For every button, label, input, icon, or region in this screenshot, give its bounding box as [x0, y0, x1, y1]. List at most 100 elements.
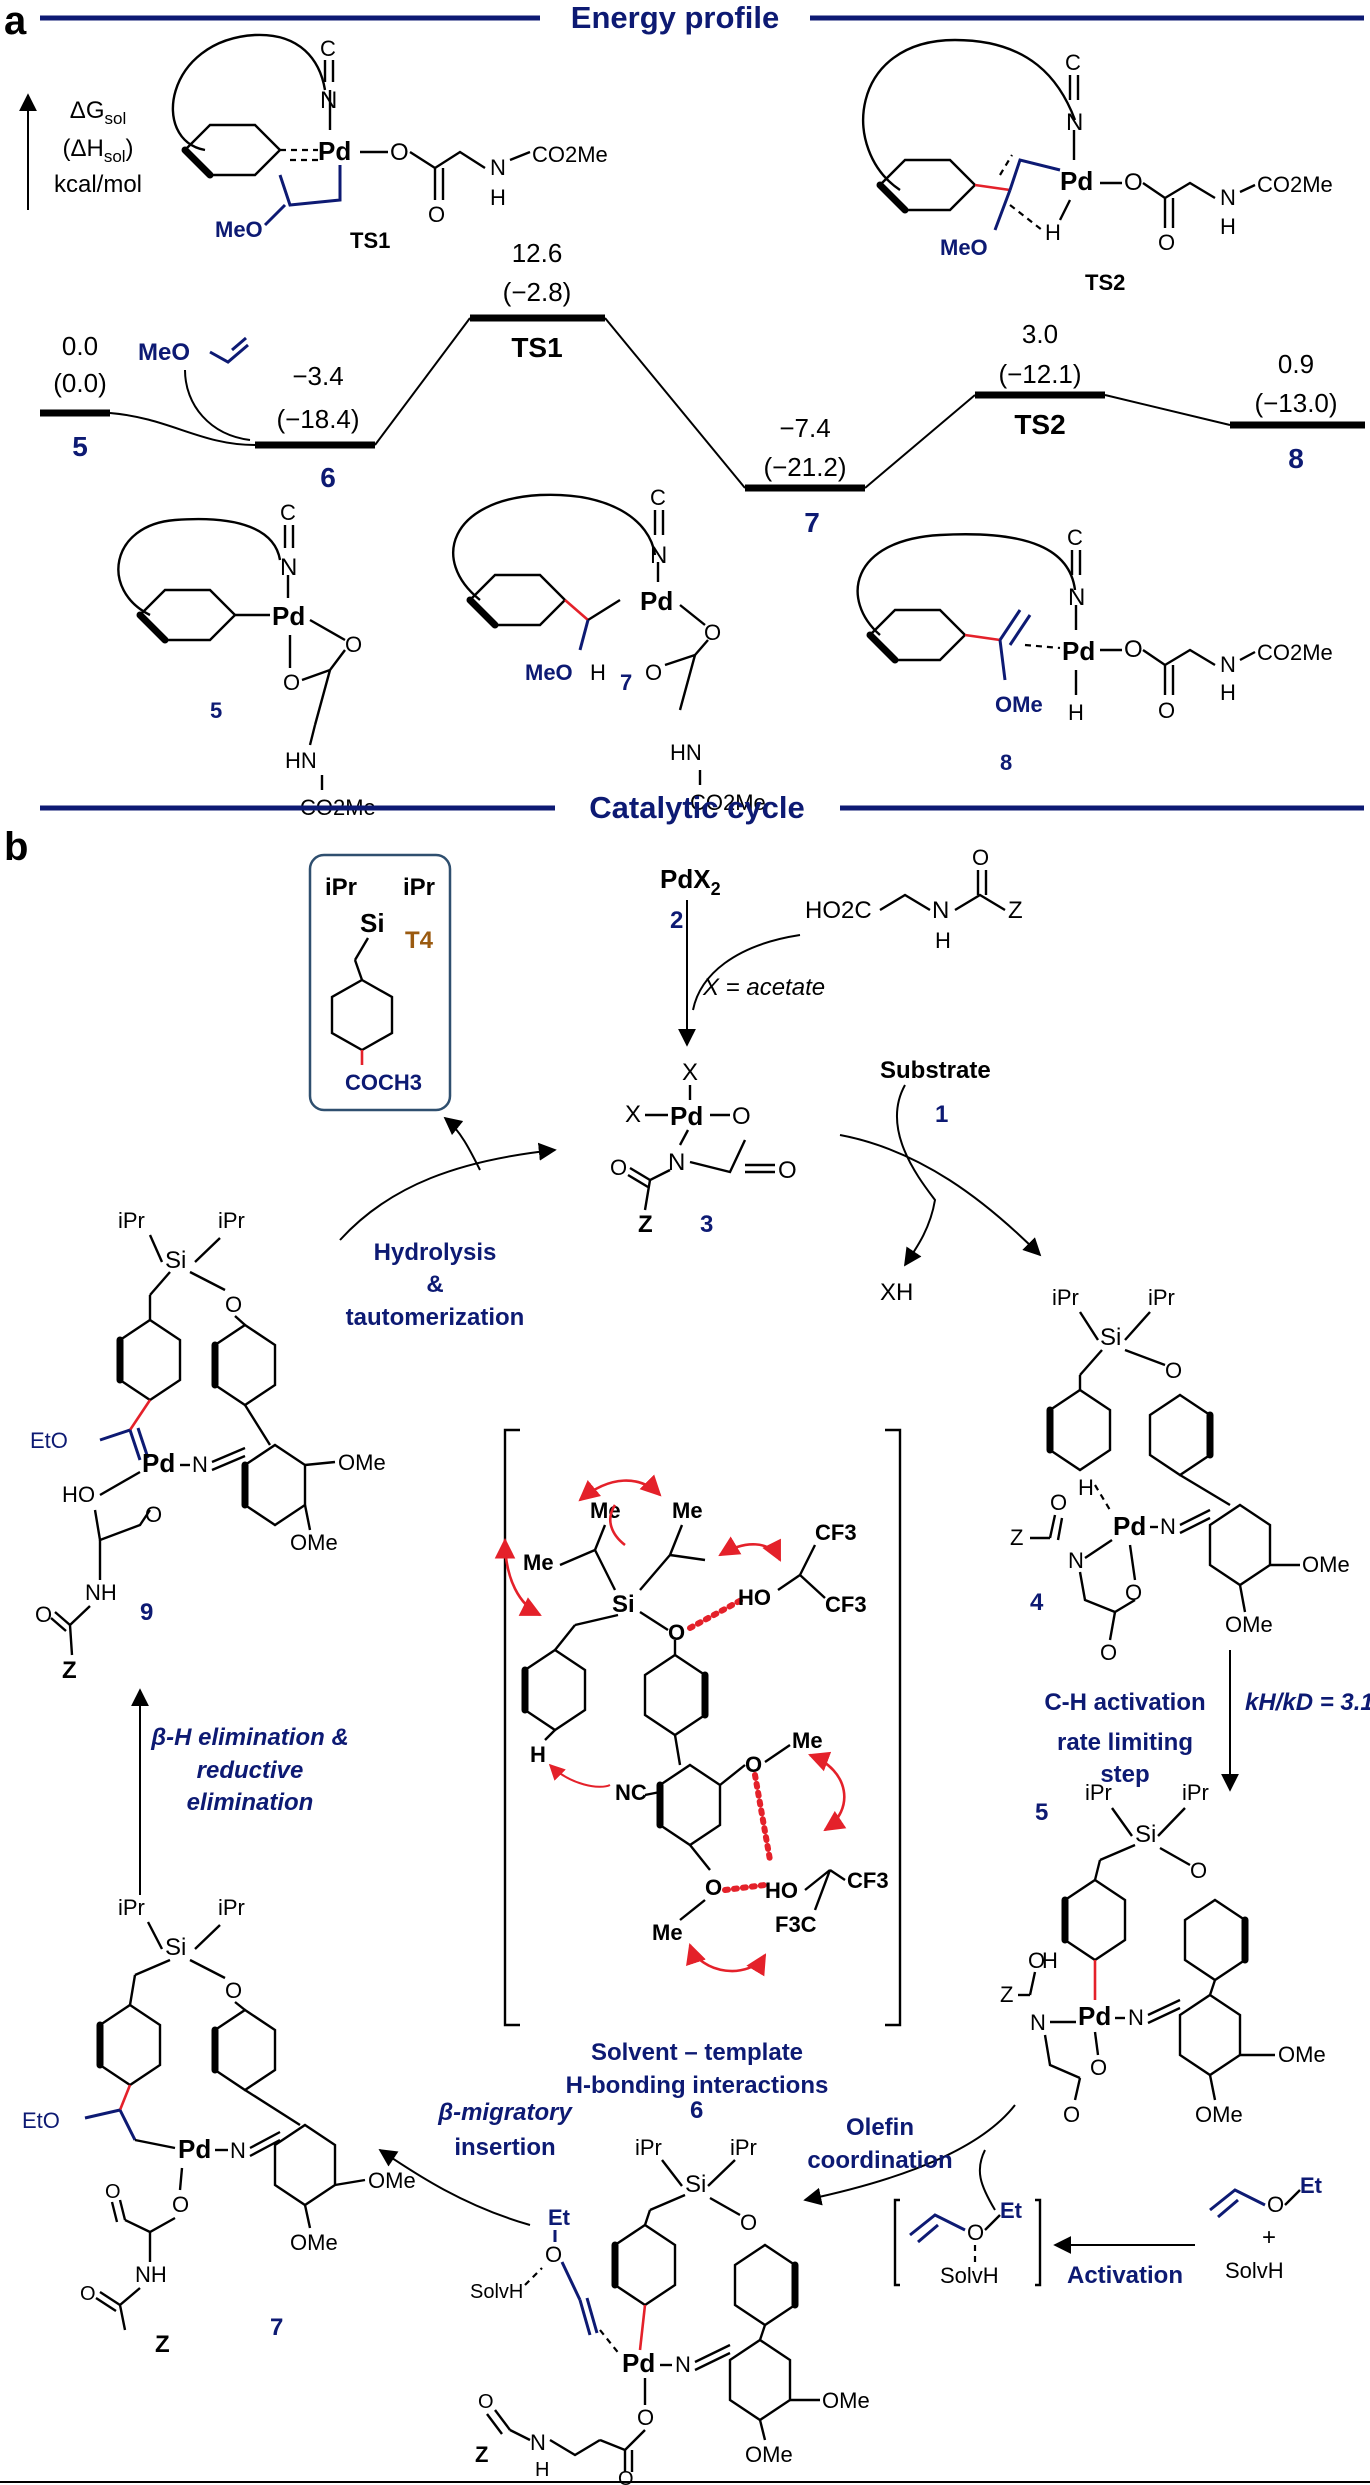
svg-text:Me: Me: [590, 1498, 621, 1523]
level-7-dh: (−21.2): [763, 452, 846, 482]
svg-text:O: O: [1125, 1580, 1142, 1605]
svg-text:OMe: OMe: [1278, 2042, 1326, 2067]
svg-text:iPr: iPr: [1085, 1780, 1112, 1805]
svg-text:N: N: [320, 87, 337, 114]
svg-text:O: O: [1267, 2192, 1284, 2217]
svg-text:+: +: [1262, 2224, 1276, 2251]
svg-text:N: N: [932, 897, 949, 924]
svg-text:CF3: CF3: [825, 1592, 867, 1617]
svg-text:OMe: OMe: [1225, 1612, 1273, 1637]
svg-text:SolvH: SolvH: [470, 2281, 523, 2303]
svg-text:HO: HO: [738, 1585, 771, 1610]
svg-text:iPr: iPr: [218, 1208, 245, 1233]
svg-text:Si: Si: [360, 908, 385, 938]
svg-text:Si: Si: [1135, 1821, 1156, 1848]
svg-text:kH/kD = 3.1: kH/kD = 3.1: [1245, 1689, 1370, 1716]
level-6-label: 6: [320, 462, 336, 493]
svg-text:N: N: [1068, 1548, 1084, 1573]
svg-text:elimination: elimination: [187, 1789, 314, 1816]
svg-text:HN: HN: [670, 740, 702, 765]
svg-text:O: O: [618, 2468, 634, 2485]
svg-text:O: O: [1158, 230, 1175, 255]
svg-text:O: O: [145, 1502, 162, 1527]
svg-text:O: O: [1028, 1948, 1045, 1973]
svg-text:Pd: Pd: [142, 1448, 175, 1478]
level-ts2-dh: (−12.1): [998, 359, 1081, 389]
svg-text:X: X: [625, 1101, 641, 1128]
connector-7-ts2: [864, 394, 976, 489]
compound-3: X X Pd O N O O Z 3: [610, 1059, 797, 1238]
olefin-step-1: Olefin: [846, 2114, 914, 2141]
svg-text:CF3: CF3: [847, 1868, 889, 1893]
arrow-substrate-in: [896, 1084, 937, 1267]
svg-text:N: N: [192, 1452, 208, 1477]
svg-text:TS1: TS1: [350, 228, 390, 253]
svg-text:Pd: Pd: [272, 601, 305, 631]
level-8-dh: (−13.0): [1254, 388, 1337, 418]
svg-text:N: N: [530, 2430, 546, 2455]
catalytic-cycle-header: Catalytic cycle: [589, 790, 804, 825]
level-6-dg: −3.4: [292, 361, 343, 391]
svg-text:8: 8: [1000, 750, 1012, 775]
center-caption-1: Solvent – template: [591, 2039, 803, 2066]
svg-text:O: O: [705, 1875, 722, 1900]
svg-text:O: O: [704, 620, 721, 645]
svg-text:iPr: iPr: [635, 2135, 662, 2160]
energy-axis-label: ΔGsol (ΔHsol) kcal/mol: [54, 97, 142, 198]
svg-text:HN: HN: [285, 748, 317, 773]
svg-text:step: step: [1100, 1761, 1149, 1788]
svg-text:H: H: [1068, 700, 1084, 725]
svg-text:O: O: [1165, 1358, 1182, 1383]
svg-text:tautomerization: tautomerization: [346, 1304, 525, 1331]
arrow-5-to-6: [803, 2104, 1016, 2206]
svg-text:EtO: EtO: [22, 2108, 60, 2133]
pdx2-catalyst: PdX2 2: [660, 864, 721, 934]
connector-6-ts1: [374, 317, 471, 446]
svg-text:Z: Z: [62, 1657, 77, 1684]
connector-5-6: [109, 412, 256, 446]
svg-text:F3C: F3C: [775, 1912, 817, 1937]
svg-text:O: O: [80, 2283, 96, 2305]
solvent-template-box: Me Me Me Si O HO CF3 CF3 H NC O: [494, 1428, 902, 2027]
svg-text:CF3: CF3: [815, 1520, 857, 1545]
migratory-step-2: insertion: [454, 2134, 555, 2161]
svg-text:T4: T4: [405, 927, 434, 954]
svg-text:Pd: Pd: [1113, 1511, 1146, 1541]
level-ts1-label: TS1: [511, 332, 562, 363]
svg-text:7: 7: [270, 2314, 283, 2341]
svg-text:CO2Me: CO2Me: [532, 142, 608, 167]
svg-text:O: O: [428, 202, 445, 227]
svg-text:5: 5: [210, 698, 222, 723]
arrow-product-out: [443, 1116, 481, 1171]
svg-text:Si: Si: [165, 1934, 186, 1961]
svg-text:O: O: [740, 2210, 757, 2235]
svg-text:X: X: [682, 1059, 698, 1086]
svg-text:EtO: EtO: [30, 1428, 68, 1453]
svg-text:Z: Z: [155, 2331, 170, 2358]
svg-text:C-H activation: C-H activation: [1044, 1689, 1205, 1716]
level-5-label: 5: [72, 431, 88, 462]
svg-text:N: N: [1220, 652, 1236, 677]
level-7-label: 7: [804, 507, 820, 538]
svg-text:H: H: [490, 185, 506, 210]
svg-text:OMe: OMe: [368, 2168, 416, 2193]
svg-text:TS2: TS2: [1085, 270, 1125, 295]
svg-text:H: H: [535, 2459, 549, 2481]
svg-text:N: N: [1220, 185, 1236, 210]
svg-text:N: N: [1160, 1514, 1176, 1539]
panel-b-letter: b: [4, 825, 28, 869]
glycine-ligand: HO2C N H O Z: [692, 845, 1023, 1011]
svg-text:MeO: MeO: [138, 339, 190, 366]
svg-text:OMe: OMe: [822, 2388, 870, 2413]
svg-text:H: H: [530, 1742, 546, 1767]
svg-text:CO2Me: CO2Me: [1257, 640, 1333, 665]
svg-text:iPr: iPr: [403, 874, 435, 901]
svg-text:H: H: [1220, 680, 1236, 705]
svg-text:iPr: iPr: [1052, 1285, 1079, 1310]
compound-b6: 6 iPr iPr Si O Pd N OMe OMe Et O SolvH O: [470, 2097, 870, 2485]
svg-text:OMe: OMe: [290, 2230, 338, 2255]
svg-text:Pd: Pd: [1078, 2001, 1111, 2031]
svg-text:O: O: [668, 1620, 685, 1645]
svg-text:H: H: [935, 928, 951, 953]
svg-text:iPr: iPr: [730, 2135, 757, 2160]
